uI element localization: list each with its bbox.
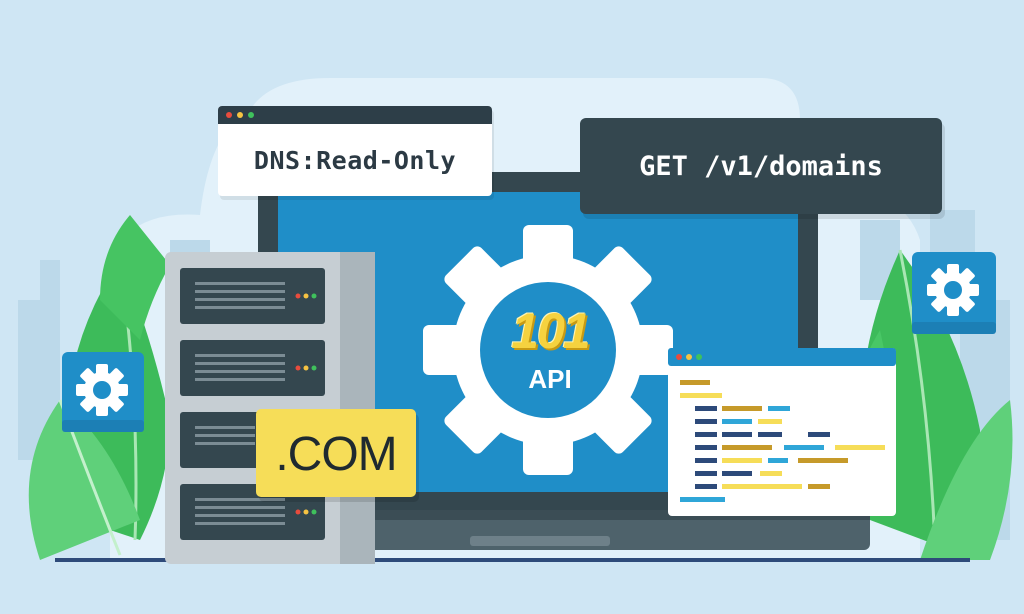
permission-card: DNS:Read-Only (218, 106, 492, 196)
api-label: API (528, 364, 572, 394)
code-window (668, 348, 896, 516)
tld-label: .COM (275, 428, 397, 481)
window-titlebar (218, 106, 492, 124)
maximize-dot (248, 112, 254, 118)
gear-icon (62, 352, 144, 432)
left-leaves (28, 215, 170, 560)
ground-line (55, 558, 970, 562)
minimize-dot (237, 112, 243, 118)
endpoint-card: GET /v1/domains (580, 118, 942, 214)
permission-label: DNS:Read-Only (253, 146, 457, 175)
close-dot (226, 112, 232, 118)
endpoint-label: GET /v1/domains (639, 151, 883, 182)
server-rack (165, 252, 375, 564)
gear-icon (912, 252, 996, 334)
tld-badge: .COM (256, 409, 416, 497)
api-number: 101 (511, 303, 590, 359)
api-gear (423, 225, 673, 475)
